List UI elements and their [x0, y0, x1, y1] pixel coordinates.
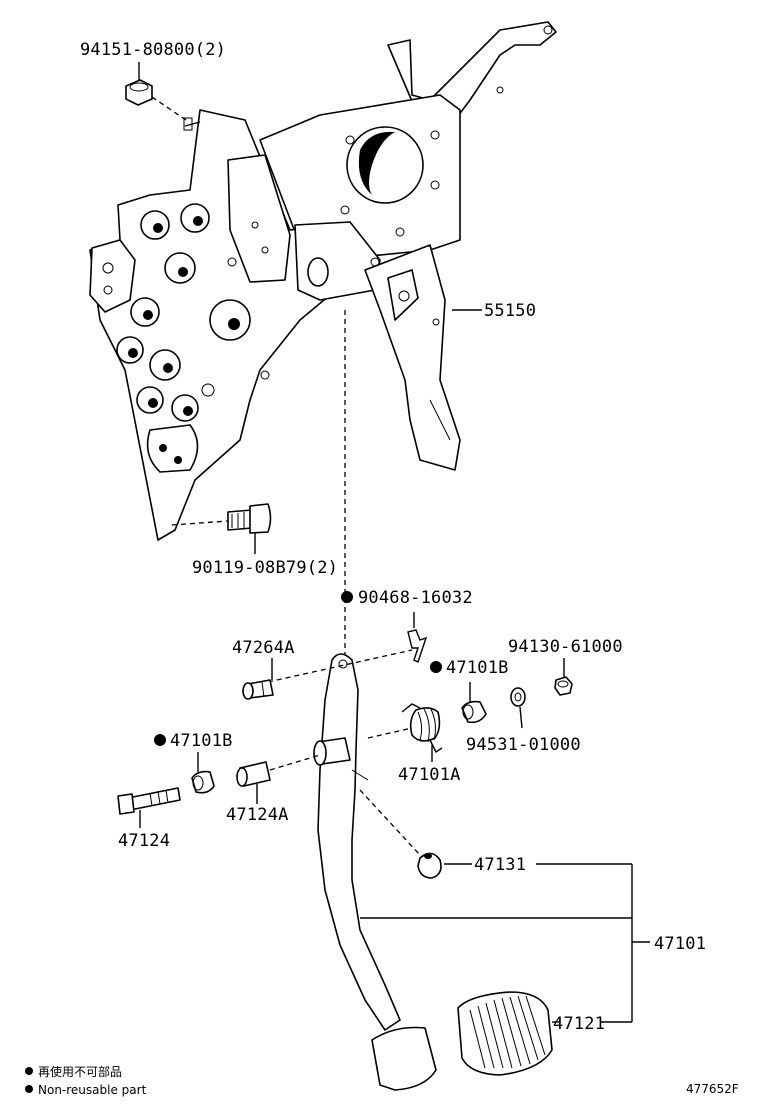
label-pad: 47121 [553, 1014, 605, 1034]
spring-47101A [367, 703, 443, 762]
legend-en: Non-reusable part [38, 1083, 147, 1097]
label-spring: 47101A [398, 765, 461, 785]
pedal-arm [313, 653, 437, 1091]
label-bush-right: 47101B [446, 658, 509, 678]
label-pedal-assy: 47101 [654, 934, 706, 954]
non-reusable-mark-clip [341, 591, 353, 603]
legend-dot-en [25, 1085, 33, 1093]
bolt-47124 [117, 787, 181, 828]
label-collar: 47124A [226, 805, 289, 825]
bush-right-47101B [461, 682, 487, 724]
label-bracket: 55150 [484, 301, 536, 321]
plate-holes [116, 203, 270, 473]
collar-47124A [236, 754, 321, 804]
label-bolt-90119: 90119-08B79(2) [192, 558, 338, 578]
clip-90468 [267, 612, 428, 683]
label-bolt-pivot: 47124 [118, 831, 170, 851]
diagram-ref-code: 477652F [686, 1082, 739, 1096]
nut-94130 [554, 658, 573, 696]
pad-47121 [457, 991, 560, 1076]
non-reusable-mark-bush-right [430, 661, 442, 673]
pin-47264A [242, 658, 274, 700]
washer-94531 [510, 687, 526, 729]
label-nut-94151: 94151-80800(2) [80, 40, 226, 60]
nut-94151 [125, 62, 187, 121]
label-stopper: 47131 [474, 855, 526, 875]
label-pin: 47264A [232, 638, 295, 658]
non-reusable-mark-bush-left [154, 734, 166, 746]
label-bush-left: 47101B [170, 731, 233, 751]
legend-ja: 再使用不可部品 [38, 1064, 122, 1079]
label-clip: 90468-16032 [358, 588, 473, 608]
bracket-55150 [89, 21, 557, 541]
label-washer: 94531-01000 [466, 735, 581, 755]
label-nut-94130: 94130-61000 [508, 637, 623, 657]
legend-dot-ja [25, 1067, 33, 1075]
stopper-47131 [359, 789, 650, 1023]
bolt-90119 [171, 503, 272, 554]
bush-left-47101B [191, 752, 215, 794]
